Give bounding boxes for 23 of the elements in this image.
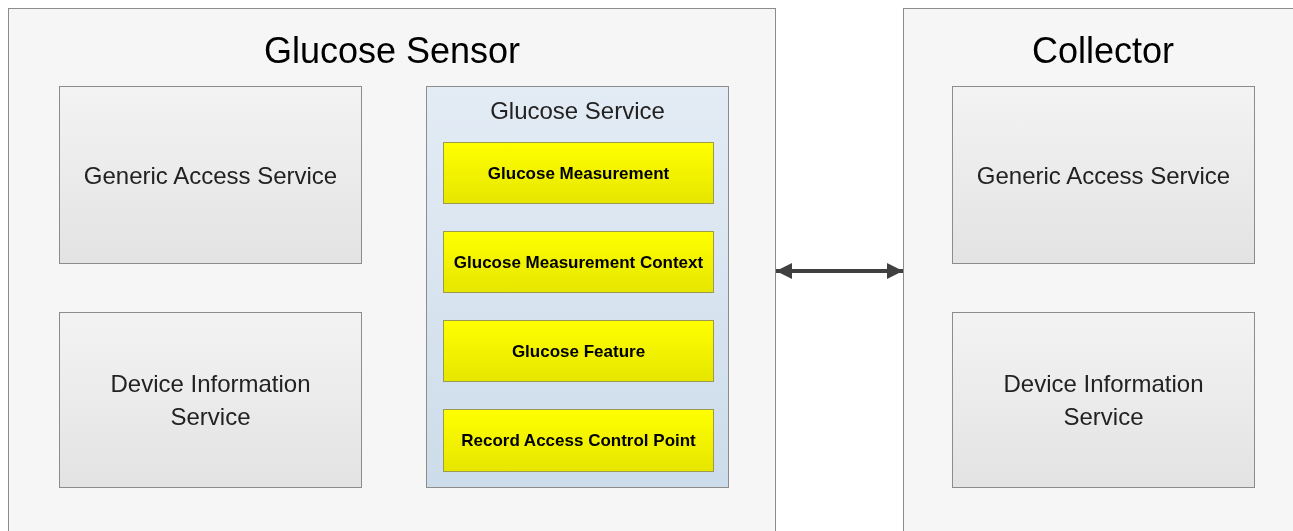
service-box [59,86,362,264]
characteristic-label: Glucose Measurement Context [453,251,704,274]
characteristic-label: Record Access Control Point [461,430,696,452]
service-label: Generic Access Service [976,160,1231,191]
service-label: Device Information Service [1002,369,1205,432]
characteristic-label: Glucose Measurement [487,162,670,185]
characteristic-box [443,142,714,204]
panel-title: Collector [1031,33,1175,69]
device-panel [903,8,1293,531]
characteristic-box [443,409,714,472]
service-box [952,86,1255,264]
characteristic-label: Glucose Feature [511,340,646,363]
double-arrow [776,263,903,279]
panel-title: Glucose Sensor [263,33,521,69]
characteristic-box [443,320,714,382]
service-label: Device Information Service [109,369,312,432]
service-group-box [426,86,729,488]
service-box [952,312,1255,488]
service-box [59,312,362,488]
group-title: Glucose Service [490,99,665,123]
characteristic-box [443,231,714,293]
device-panel [8,8,776,531]
service-label: Generic Access Service [83,160,338,191]
